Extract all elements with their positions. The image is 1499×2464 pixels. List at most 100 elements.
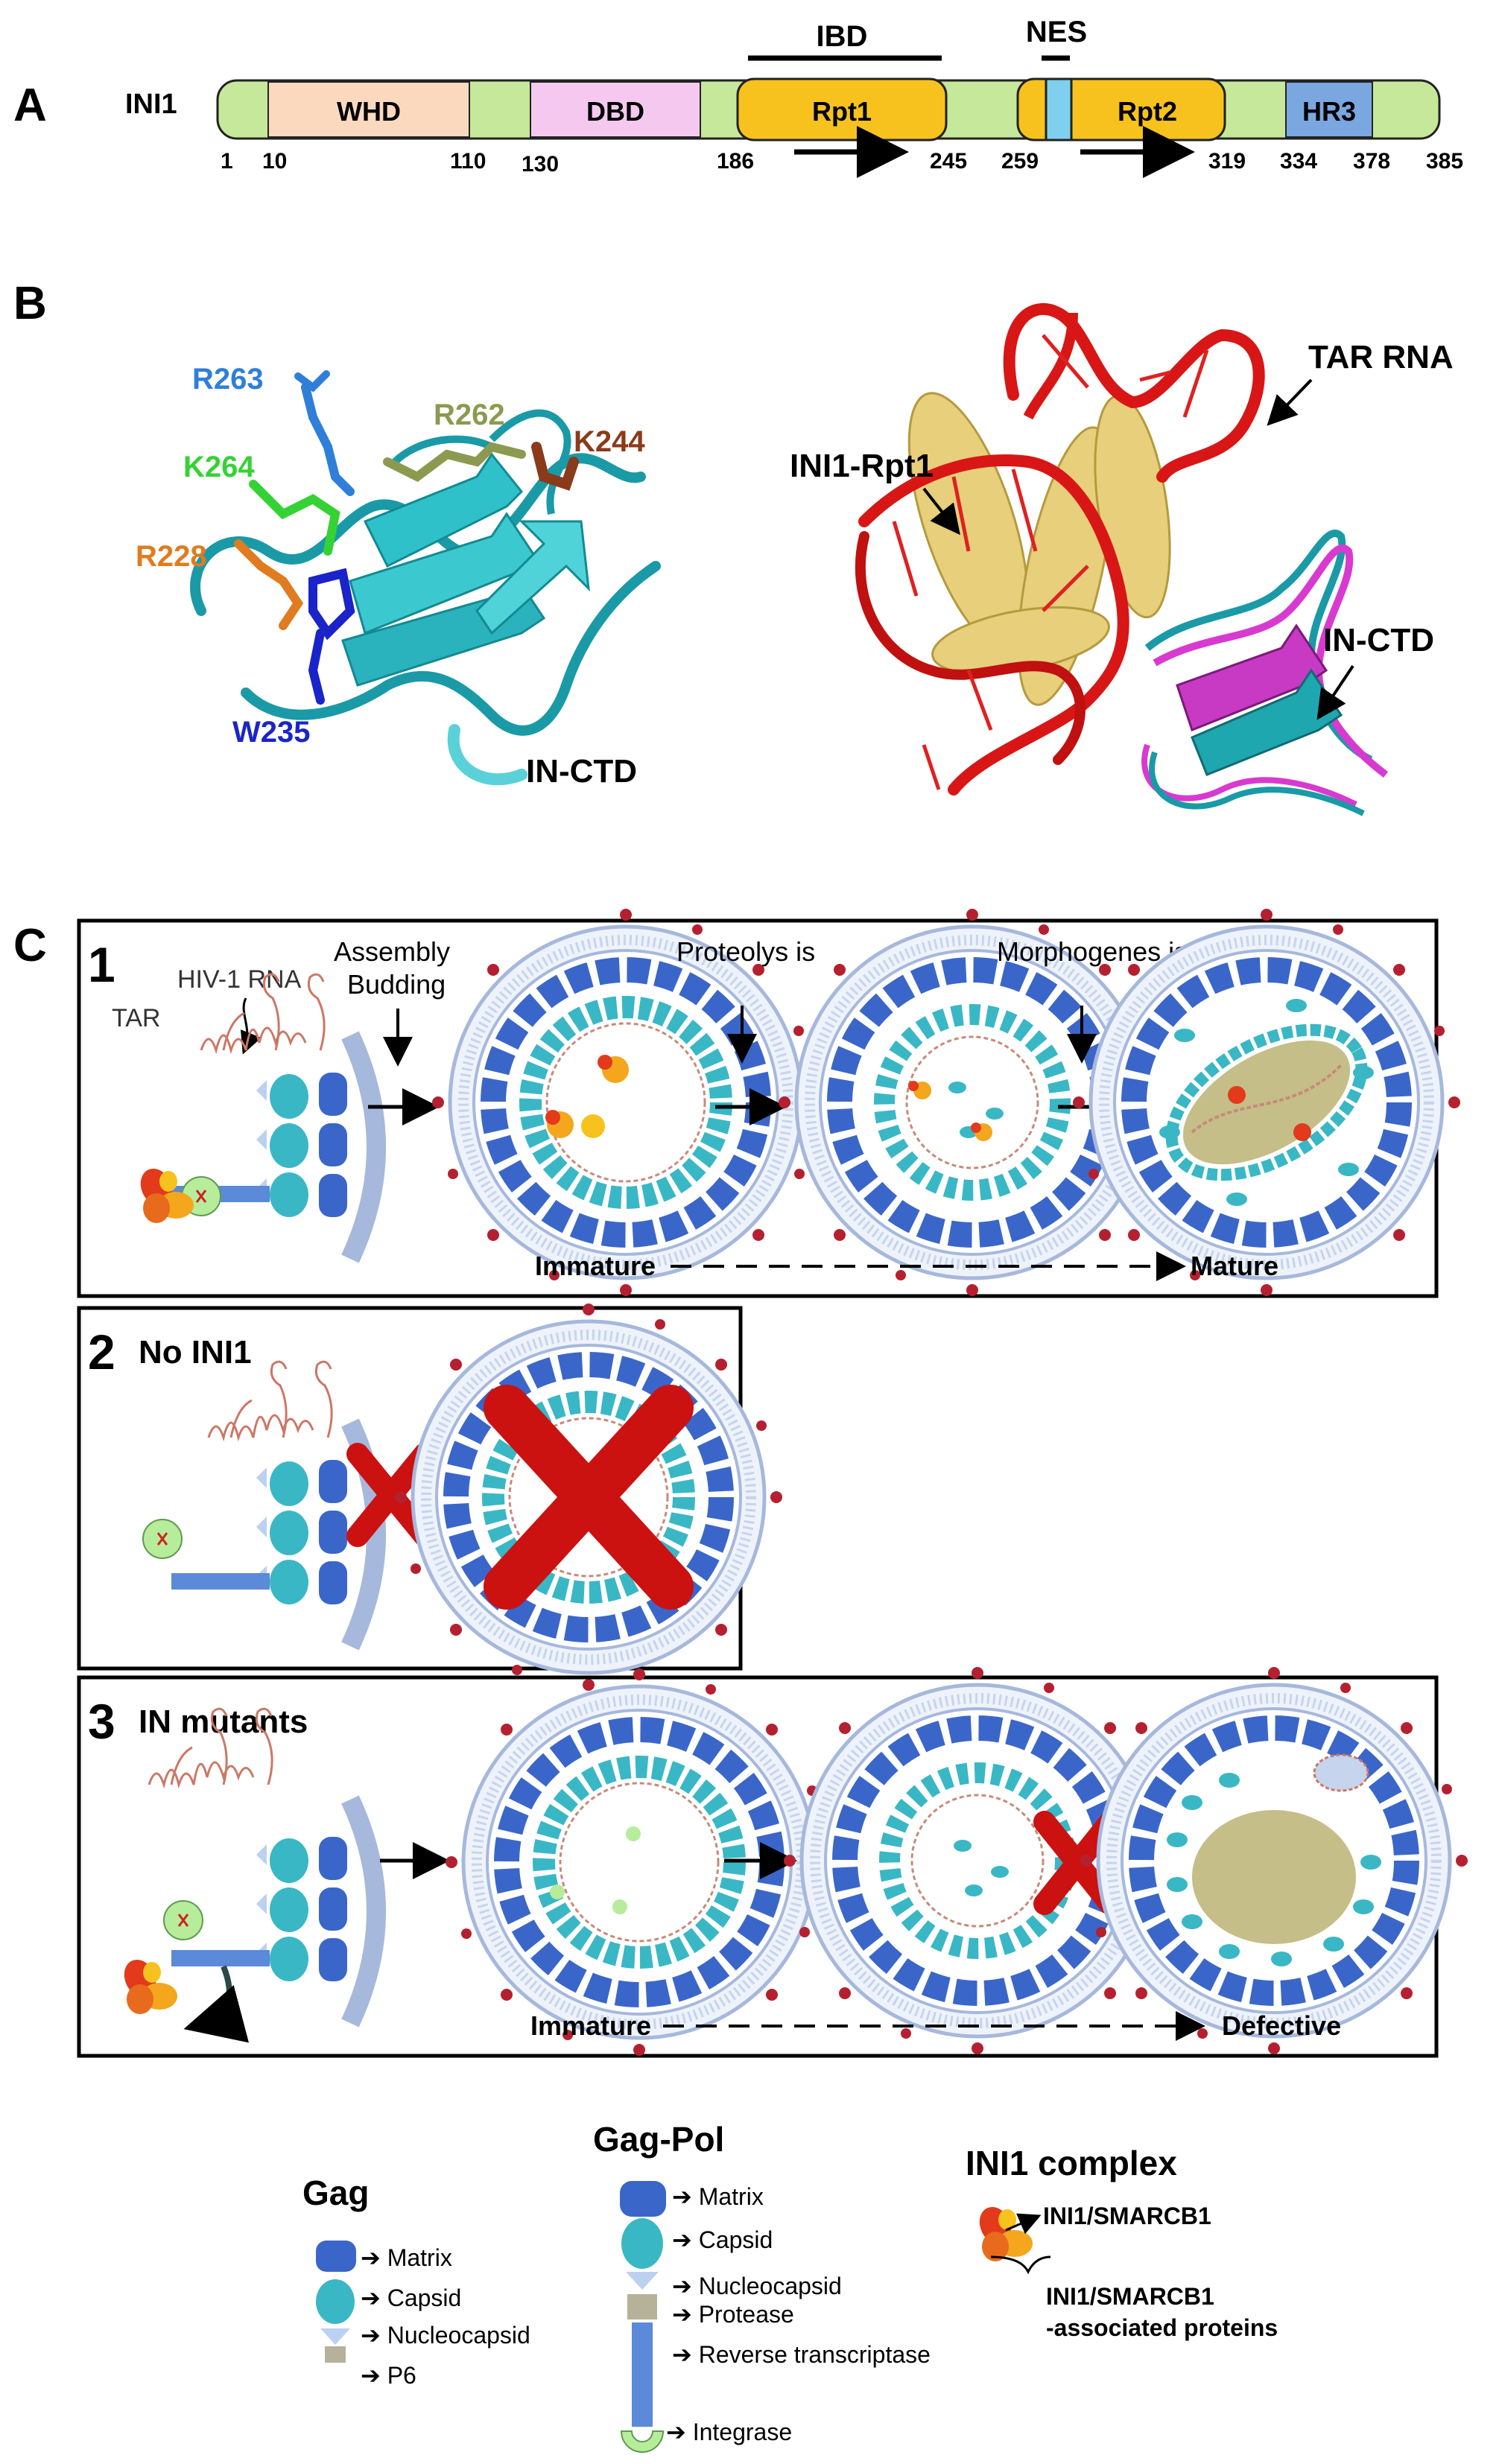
hiv-rna-label: HIV-1 RNA <box>177 965 302 994</box>
virion-mature <box>1073 909 1460 1296</box>
legend-ini1: INI1 complex INI1/SMARCB1 INI1/SMARCB1 -… <box>966 2144 1278 2341</box>
ini1-complex-title: INI1 complex <box>966 2144 1177 2182</box>
gag-nucleocapsid-label: ➔ Nucleocapsid <box>361 2322 530 2349</box>
domain-rpt2-label: Rpt2 <box>1118 96 1177 127</box>
residue-k264: K264 <box>183 451 255 483</box>
in-ctd-structure: R263 R262 K244 K264 R228 W235 IN-CTD <box>136 363 661 790</box>
gagpol-protease-label: ➔ Protease <box>672 2301 794 2328</box>
in-ctd-left-label: IN-CTD <box>526 753 637 790</box>
gagpol-rt-label: ➔ Reverse transcriptase <box>672 2341 931 2368</box>
immature-core-3 <box>550 1826 641 1914</box>
position-label: 245 <box>930 149 967 174</box>
domain-dbd-label: DBD <box>586 96 644 127</box>
legend-gag: Gag ➔ Matrix ➔ Capsid ➔ Nucleocapsid ➔ P… <box>302 2174 530 2389</box>
ini1-complex-3 <box>118 1954 177 2014</box>
position-label: 130 <box>522 152 559 177</box>
position-label: 378 <box>1353 149 1390 174</box>
box-3-in-mutants: 3 IN mutants <box>77 1667 1468 2056</box>
domain-hr3 <box>1285 81 1373 138</box>
budding-label: Budding <box>347 969 446 1000</box>
ini1-complex-icon <box>973 2201 1033 2261</box>
tar-rna-label: TAR RNA <box>1308 339 1454 375</box>
domain-whd-label: WHD <box>337 96 401 127</box>
position-labels: 1 10 110 130 186 245 259 319 334 378 385 <box>221 149 1463 177</box>
virion-immature-1 <box>432 909 820 1296</box>
ini1-subunit-arrow <box>1005 2213 1042 2235</box>
immature-label: Immature <box>535 1251 656 1281</box>
tar-rna-arrow <box>1267 378 1313 426</box>
immature-label-3: Immature <box>530 2010 651 2041</box>
nes-box <box>1045 77 1073 142</box>
domain-whd <box>267 81 470 138</box>
gag-matrix-label: ➔ Matrix <box>361 2244 452 2271</box>
assembly-label: Assembly <box>334 936 450 967</box>
position-label: 385 <box>1426 149 1463 174</box>
ini1-associated-label-2: -associated proteins <box>1046 2314 1278 2341</box>
mature-core <box>1228 1086 1311 1141</box>
in-ctd-arrow <box>1316 664 1354 720</box>
residue-w235: W235 <box>232 716 311 749</box>
proteolysis-core <box>908 1081 992 1141</box>
box-3-number: 3 <box>88 1694 115 1749</box>
ibd-label: IBD <box>817 20 868 53</box>
integrase-mutant <box>162 1899 204 1941</box>
residue-r228: R228 <box>136 540 207 573</box>
protein-name: INI1 <box>125 89 177 120</box>
box-2-title: No INI1 <box>139 1334 252 1371</box>
domain-dbd <box>530 81 701 138</box>
in-ctd-right-label: IN-CTD <box>1323 622 1434 658</box>
tar-label: TAR <box>112 1004 160 1032</box>
box-2-no-ini1: 2 No INI1 <box>77 1304 782 1691</box>
domain-hr3-label: HR3 <box>1302 96 1356 127</box>
associated-proteins-bracket <box>990 2255 1051 2275</box>
mature-label: Mature <box>1191 1251 1278 1281</box>
gagpol-title: Gag-Pol <box>593 2120 724 2159</box>
ini1-rpt1-label: INI1-Rpt1 <box>790 448 934 484</box>
panel-a-letter: A <box>13 80 47 131</box>
gagpol-integrase-label: ➔ Integrase <box>666 2419 792 2445</box>
dissociation-arrow <box>183 1965 250 2043</box>
domain-rpt1-label: Rpt1 <box>812 96 872 127</box>
box-1-wild-type: 1 TAR HIV-1 RNA Assembly Budding Proteol… <box>77 909 1460 1296</box>
gag-capsid-label: ➔ Capsid <box>361 2284 461 2311</box>
morphogenesis-label: Morphogenes is <box>997 936 1188 967</box>
virion-defective <box>1080 1667 1468 2054</box>
box-2-number: 2 <box>88 1324 115 1379</box>
legend: Gag ➔ Matrix ➔ Capsid ➔ Nucleocapsid ➔ P… <box>302 2120 1278 2453</box>
residue-k244: K244 <box>574 425 645 458</box>
nes-label: NES <box>1026 16 1087 48</box>
panel-a: A INI1 WHD DBD Rpt1 Rpt2 HR3 IBD NES 1 1… <box>13 16 1463 178</box>
box-3-title: IN mutants <box>139 1703 308 1740</box>
integrase-2 <box>142 1518 183 1560</box>
defective-label: Defective <box>1222 2010 1341 2041</box>
box-1-number: 1 <box>88 937 115 992</box>
panel-c: C 1 TAR HIV-1 RNA Assembly Budding <box>13 909 1468 2056</box>
panel-c-letter: C <box>13 920 47 971</box>
ini1-smarcb1-label: INI1/SMARCB1 <box>1043 2203 1211 2229</box>
position-label: 259 <box>1001 149 1039 174</box>
gag-assembly-2 <box>171 1360 376 1646</box>
ini1-associated-label-1: INI1/SMARCB1 <box>1046 2283 1214 2310</box>
gagpol-nucleocapsid-label: ➔ Nucleocapsid <box>672 2273 842 2299</box>
complex-structure: TAR RNA INI1-Rpt1 IN-CTD <box>790 303 1454 816</box>
immature-core-1 <box>545 1055 629 1138</box>
gag-assembly-3 <box>148 1707 376 2023</box>
residue-r263: R263 <box>192 363 264 396</box>
domain-rpt1 <box>736 77 948 142</box>
legend-gagpol: Gag-Pol ➔ Matrix ➔ Capsid ➔ Nucleocapsid… <box>593 2120 931 2453</box>
panel-b: B R263 R262 K244 K264 R228 <box>13 278 1454 816</box>
gagpol-matrix-label: ➔ Matrix <box>672 2183 764 2210</box>
gag-p6-label: ➔ P6 <box>361 2362 416 2389</box>
block-cross-large <box>484 1385 694 1610</box>
position-label: 186 <box>717 149 754 174</box>
position-label: 334 <box>1280 149 1317 174</box>
ini1-rpt1-arrow <box>922 487 960 536</box>
residue-r262: R262 <box>434 399 505 431</box>
gagpol-capsid-label: ➔ Capsid <box>672 2226 773 2253</box>
position-label: 319 <box>1208 149 1246 174</box>
position-label: 110 <box>450 149 486 174</box>
position-label: 1 <box>221 149 233 174</box>
position-label: 10 <box>262 149 287 174</box>
proteolysis-label: Proteolys is <box>676 936 815 967</box>
